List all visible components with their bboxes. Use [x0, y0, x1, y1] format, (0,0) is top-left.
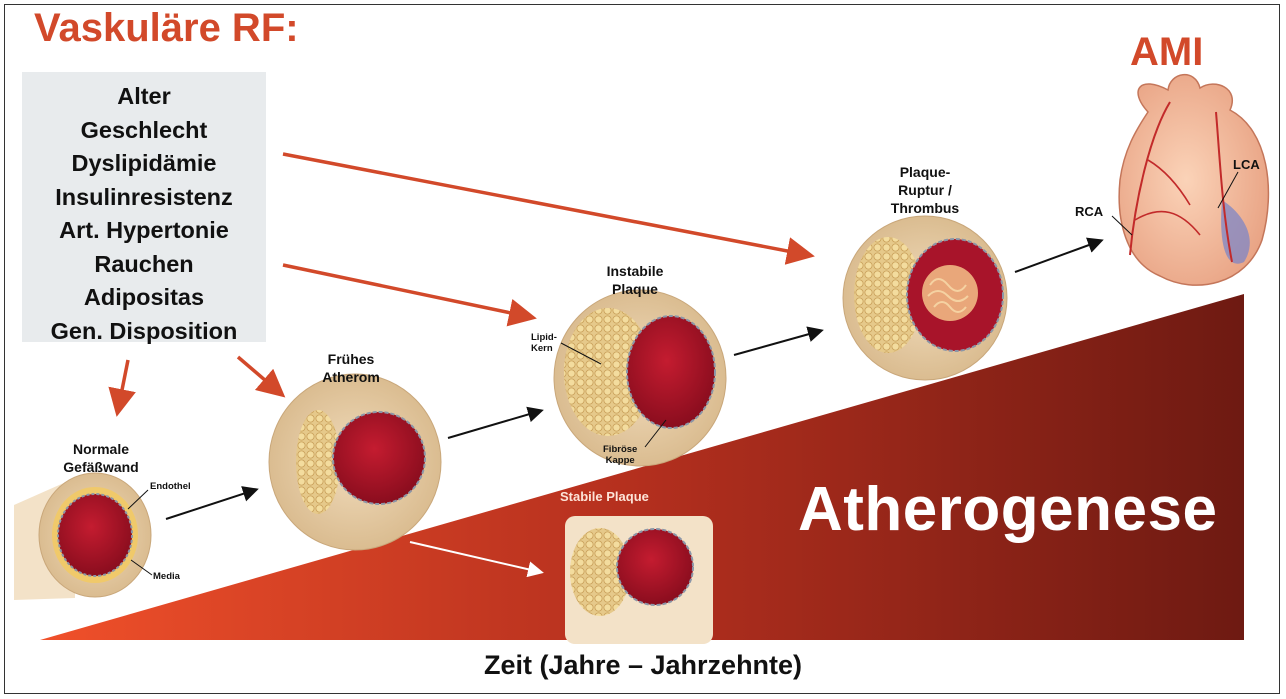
unstable-plaque-label-line2: Plaque	[580, 280, 690, 298]
risk-factor-item: Alter	[22, 80, 266, 114]
plaque-rupture-label: Plaque- Ruptur / Thrombus	[870, 163, 980, 217]
risk-factor-item: Insulinresistenz	[22, 181, 266, 215]
endothel-label: Endothel	[150, 481, 191, 492]
fibrous-cap-label: Fibröse Kappe	[603, 444, 637, 466]
early-atheroma-label: Frühes Atherom	[296, 350, 406, 386]
stable-plaque-label: Stabile Plaque	[560, 489, 649, 504]
early-atheroma-label-line1: Frühes	[296, 350, 406, 368]
risk-factor-item: Geschlecht	[22, 114, 266, 148]
fibrous-cap-label-line2: Kappe	[603, 455, 637, 466]
atherogenesis-label: Atherogenese	[798, 474, 1217, 545]
stable-plaque-illustration	[565, 516, 713, 644]
unstable-plaque-label-line1: Instabile	[580, 262, 690, 280]
ami-title: AMI	[1130, 30, 1203, 75]
plaque-rupture-label-line1: Plaque-	[870, 163, 980, 181]
lca-label: LCA	[1233, 156, 1260, 174]
unstable-plaque-label: Instabile Plaque	[580, 262, 690, 298]
plaque-rupture-illustration	[843, 216, 1007, 380]
risk-factor-item: Gen. Disposition	[22, 315, 266, 349]
rca-label: RCA	[1075, 203, 1103, 221]
lipid-core-label: Lipid- Kern	[531, 332, 557, 354]
plaque-rupture-label-line3: Thrombus	[870, 199, 980, 217]
media-label: Media	[153, 571, 180, 582]
plaque-rupture-label-line2: Ruptur /	[870, 181, 980, 199]
lipid-core-label-line2: Kern	[531, 343, 557, 354]
unstable-plaque-illustration	[554, 290, 726, 466]
risk-factor-list: Alter Geschlecht Dyslipidämie Insulinres…	[22, 72, 266, 348]
risk-factor-box: Alter Geschlecht Dyslipidämie Insulinres…	[22, 72, 266, 342]
risk-factors-title: Vaskuläre RF:	[34, 6, 299, 51]
risk-factor-item: Dyslipidämie	[22, 147, 266, 181]
normal-vessel-illustration	[14, 473, 152, 600]
lipid-core-label-line1: Lipid-	[531, 332, 557, 343]
normal-wall-label-line1: Normale	[46, 440, 156, 458]
risk-factor-item: Adipositas	[22, 281, 266, 315]
risk-factor-item: Art. Hypertonie	[22, 214, 266, 248]
risk-factor-item: Rauchen	[22, 248, 266, 282]
early-atheroma-label-line2: Atherom	[296, 368, 406, 386]
heart-illustration	[1112, 75, 1268, 285]
time-axis-label: Zeit (Jahre – Jahrzehnte)	[0, 650, 1286, 681]
fibrous-cap-label-line1: Fibröse	[603, 444, 637, 455]
normal-wall-label: Normale Gefäßwand	[46, 440, 156, 476]
early-atheroma-illustration	[269, 374, 441, 550]
normal-wall-label-line2: Gefäßwand	[46, 458, 156, 476]
